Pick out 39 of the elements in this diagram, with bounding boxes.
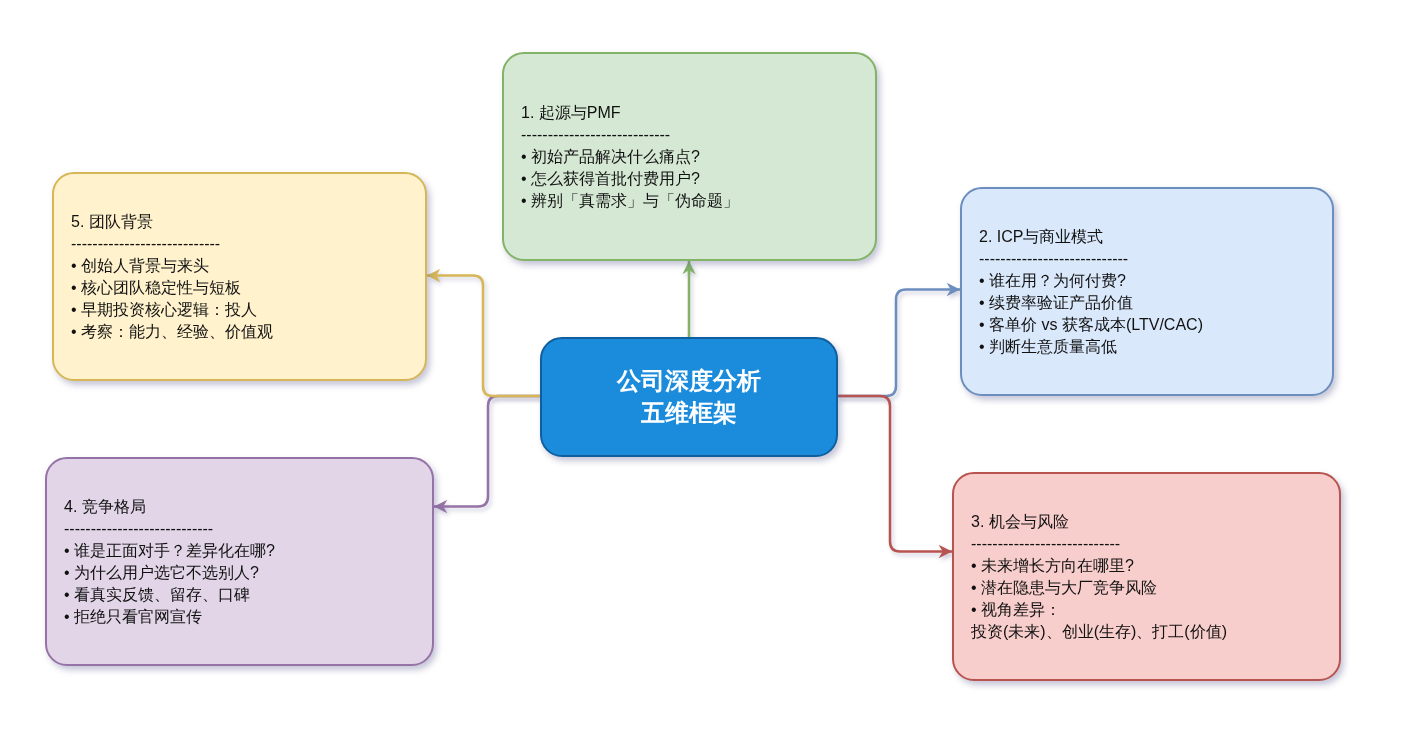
arrow	[682, 261, 696, 337]
topic-box	[952, 472, 1341, 681]
arrow	[838, 394, 952, 559]
bullet-item: • 谁是正面对手？差异化在哪?	[64, 540, 275, 561]
bullet-item: • 怎么获得首批付费用户?	[521, 168, 700, 189]
bullet-item: • 辨别「真需求」与「伪命题」	[521, 190, 740, 211]
bullet-item: • 判断生意质量高低	[979, 336, 1118, 357]
central-topic-box	[540, 337, 838, 457]
arrow	[427, 268, 540, 398]
bullet-item: • 早期投资核心逻辑：投人	[71, 299, 258, 320]
topic-heading: 2. ICP与商业模式	[979, 226, 1104, 247]
topic-box	[45, 457, 434, 666]
dashed-separator-text: ----------------------------	[521, 124, 671, 145]
bullet-item: • 看真实反馈、留存、口碑	[64, 584, 251, 605]
bullet-item: • 核心团队稳定性与短板	[71, 277, 242, 298]
bullet-item: • 创始人背景与来头	[71, 255, 210, 276]
dashed-separator-text: ----------------------------	[71, 233, 221, 254]
bullet-item: • 客单价 vs 获客成本(LTV/CAC)	[979, 314, 1203, 335]
bullet-item: • 续费率验证产品价值	[979, 292, 1134, 313]
bullet-item: • 视角差异：	[971, 599, 1062, 620]
dashed-separator-text: ----------------------------	[64, 518, 214, 539]
topic-box	[502, 52, 877, 261]
topic-heading: 1. 起源与PMF	[521, 102, 621, 123]
bullet-item: • 为什么用户选它不选别人?	[64, 562, 259, 583]
dashed-separator-text: ----------------------------	[971, 533, 1121, 554]
bullet-item: • 潜在隐患与大厂竞争风险	[971, 577, 1158, 598]
bullet-item: 投资(未来)、创业(生存)、打工(价值)	[971, 621, 1227, 642]
topic-heading: 5. 团队背景	[71, 211, 153, 232]
bullet-item: • 未来增长方向在哪里?	[971, 555, 1134, 576]
bullet-item: • 初始产品解决什么痛点?	[521, 146, 700, 167]
bullet-item: • 拒绝只看官网宣传	[64, 606, 203, 627]
topic-heading: 3. 机会与风险	[971, 511, 1069, 532]
topic-heading: 4. 竞争格局	[64, 496, 146, 517]
dashed-separator-text: ----------------------------	[979, 248, 1129, 269]
topic-box	[52, 172, 427, 381]
bullet-item: • 考察：能力、经验、价值观	[71, 321, 274, 342]
bullet-item: • 谁在用？为何付费?	[979, 270, 1126, 291]
central-title: 公司深度分析五维框架	[615, 366, 762, 428]
topic-box	[960, 187, 1334, 396]
